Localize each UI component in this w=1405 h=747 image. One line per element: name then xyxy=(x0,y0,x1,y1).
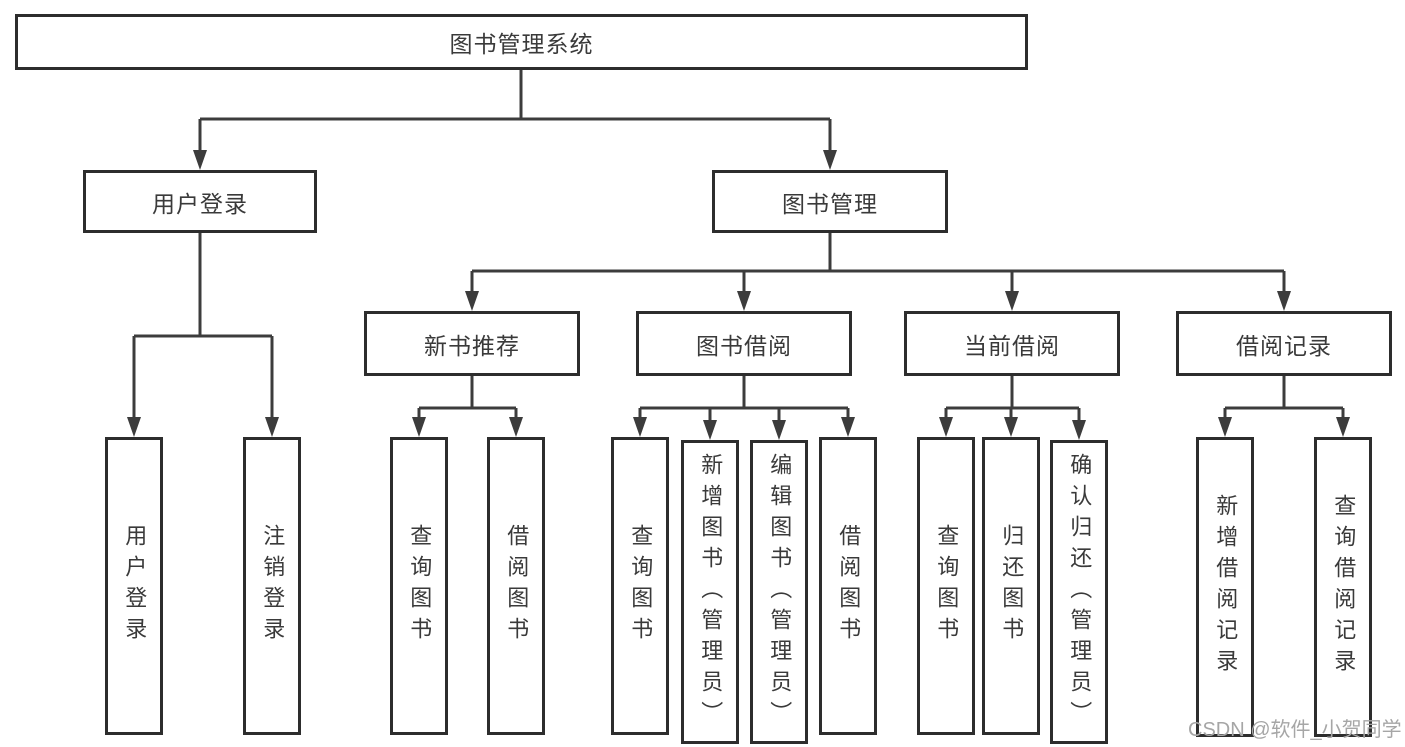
arrowheads xyxy=(127,150,1350,440)
node-label: 确认归还（管理员） xyxy=(1067,452,1093,732)
node-label: 新书推荐 xyxy=(424,332,520,359)
watermark-text: CSDN @软件_小贺同学 xyxy=(1188,719,1402,741)
node-label: 图书管理 xyxy=(782,190,878,217)
node-label: 查询借阅记录 xyxy=(1331,494,1357,680)
leaf-edit-books-admin: 编辑图书（管理员） xyxy=(750,440,808,744)
node-label: 借阅图书 xyxy=(836,524,862,648)
leaf-user-login: 用户登录 xyxy=(105,437,163,735)
node-book-management: 图书管理 xyxy=(712,170,948,233)
node-label: 当前借阅 xyxy=(964,332,1060,359)
node-label: 借阅图书 xyxy=(504,524,530,648)
leaf-query-books-current: 查询图书 xyxy=(917,437,975,735)
node-current-borrowing: 当前借阅 xyxy=(904,311,1120,376)
node-library-management-system: 图书管理系统 xyxy=(15,14,1028,70)
node-label: 注销登录 xyxy=(260,524,286,648)
node-label: 编辑图书（管理员） xyxy=(767,452,793,732)
leaf-query-books-borrowing: 查询图书 xyxy=(611,437,669,735)
node-user-login: 用户登录 xyxy=(83,170,317,233)
tree-edges xyxy=(132,70,1345,421)
leaf-query-books-recommend: 查询图书 xyxy=(390,437,448,735)
leaf-query-borrow-record: 查询借阅记录 xyxy=(1314,437,1372,737)
leaf-add-books-admin: 新增图书（管理员） xyxy=(681,440,739,744)
node-label: 图书管理系统 xyxy=(449,31,594,57)
node-label: 查询图书 xyxy=(934,524,960,648)
node-label: 查询图书 xyxy=(407,524,433,648)
node-label: 新增图书（管理员） xyxy=(698,452,724,732)
node-book-borrowing: 图书借阅 xyxy=(636,311,852,376)
leaf-confirm-return-admin: 确认归还（管理员） xyxy=(1050,440,1108,744)
node-label: 查询图书 xyxy=(628,524,654,648)
node-label: 归还图书 xyxy=(999,524,1025,648)
node-new-book-recommendation: 新书推荐 xyxy=(364,311,580,376)
node-label: 借阅记录 xyxy=(1236,332,1332,359)
leaf-borrow-books-borrowing: 借阅图书 xyxy=(819,437,877,735)
node-label: 新增借阅记录 xyxy=(1213,494,1239,680)
leaf-return-books: 归还图书 xyxy=(982,437,1040,735)
node-label: 用户登录 xyxy=(122,524,148,648)
node-label: 图书借阅 xyxy=(696,332,792,359)
leaf-add-borrow-record: 新增借阅记录 xyxy=(1196,437,1254,737)
node-borrowing-records: 借阅记录 xyxy=(1176,311,1392,376)
leaf-borrow-books-recommend: 借阅图书 xyxy=(487,437,545,735)
leaf-logout-login: 注销登录 xyxy=(243,437,301,735)
node-label: 用户登录 xyxy=(152,190,248,217)
